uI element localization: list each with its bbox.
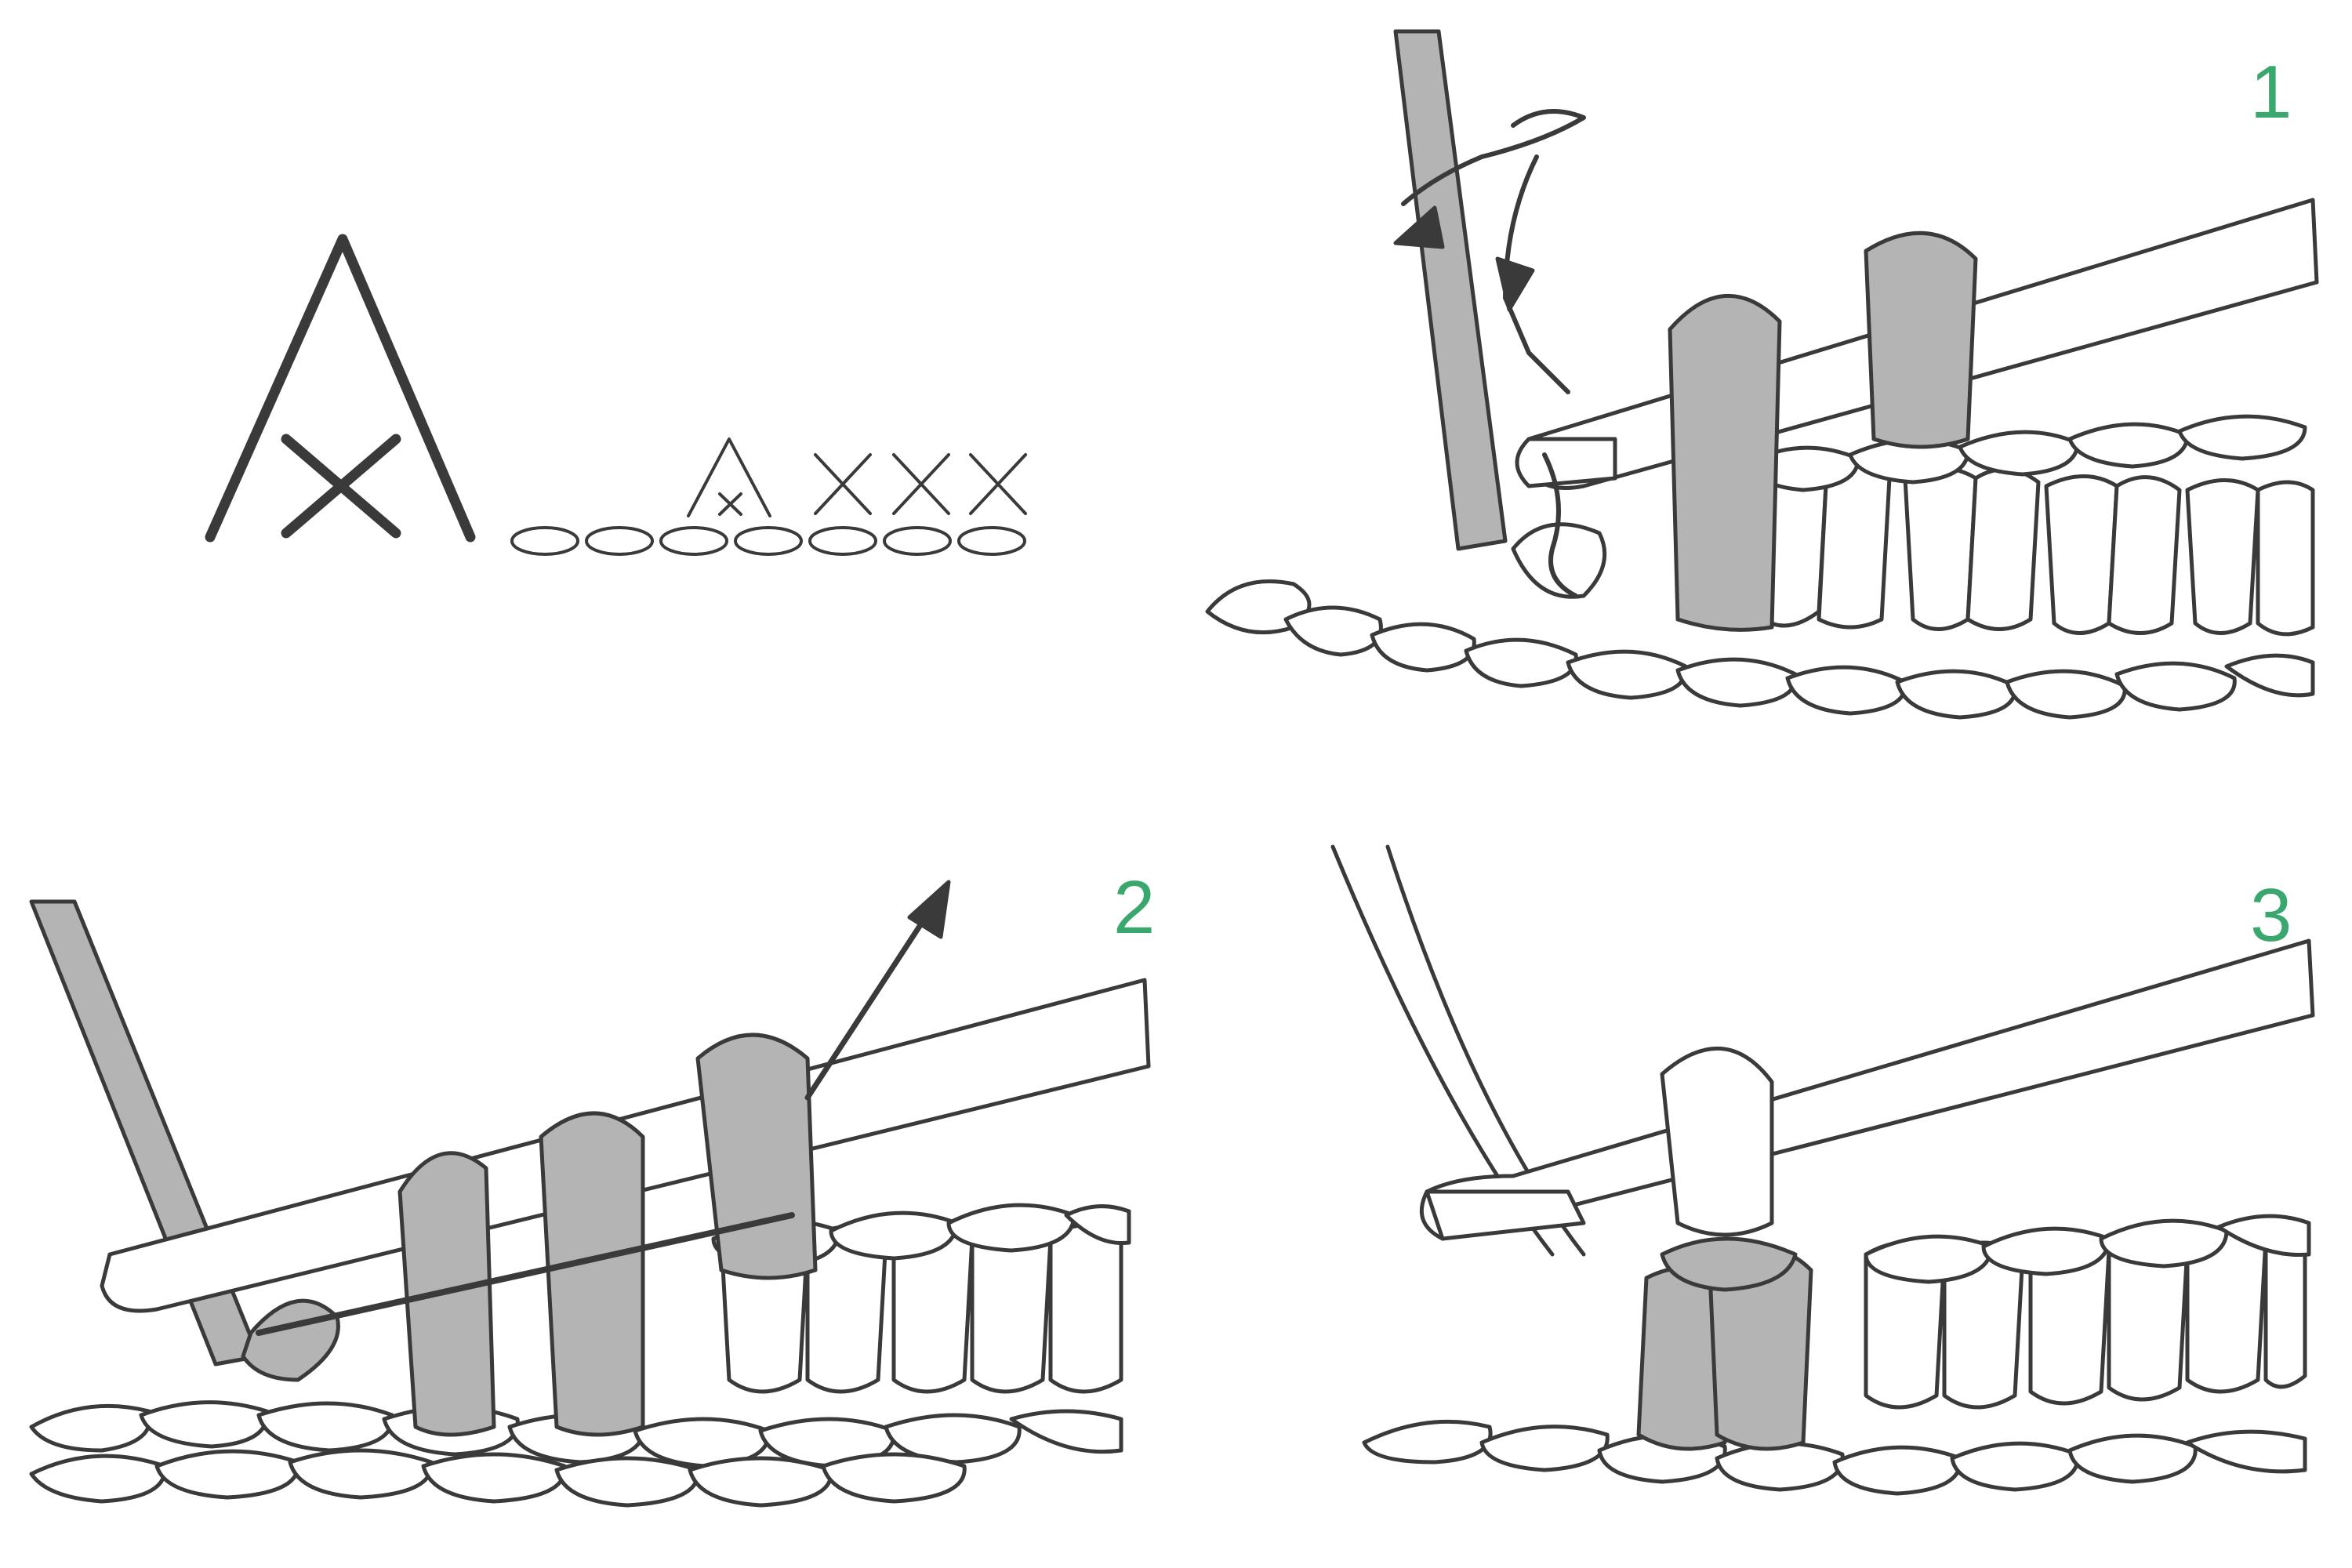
top-braid [1864,1214,2311,1284]
foundation-row [29,1400,1123,1508]
symbol-chart [205,234,1027,556]
step-3-illustration [1330,844,2315,1496]
step-1-number: 1 [2250,50,2292,134]
yarn-strand [1393,29,1508,551]
cluster-symbol-small [687,437,771,517]
chain-stitch [585,526,654,556]
chain-stitch [510,526,579,556]
step-2-illustration [29,880,1151,1508]
step-3-number: 3 [2250,873,2292,957]
symbol-chart-panel [0,0,1176,784]
step-3-panel: 3 [1176,784,2352,1568]
cluster-symbol-large [205,234,476,543]
yarn-working-strand [256,1212,795,1336]
arrow-head [907,880,951,939]
foundation-row [1205,579,2315,720]
arrow-icon [804,891,944,1101]
sc-symbol [892,453,950,515]
cluster-stitch [1636,1236,1813,1451]
chain-stitch [734,526,803,556]
step-1-panel: 1 [1176,0,2352,784]
foundation-row [1362,1419,2307,1496]
chain-stitch [808,526,877,556]
arrow-icon [1542,452,1578,598]
sc-symbol [969,453,1027,515]
chain-stitch [883,526,952,556]
step-2-number: 2 [1113,866,1156,949]
crochet-hook-icon [1419,938,2315,1241]
single-crochet-symbols [814,453,1027,515]
yarn-loop-icon [1660,1047,1774,1237]
sc-symbol [814,453,872,515]
upper-stitch-row [1511,462,2315,637]
chain-row [510,526,1026,556]
upper-stitch-row [1864,1225,2307,1410]
step-2-panel: 2 [0,784,1176,1568]
arrow-head [1495,256,1535,312]
yarn-loop-icon [1668,230,1978,632]
step-1-illustration [1205,29,2319,720]
arrow-head [1393,205,1445,249]
chain-stitch [659,526,728,556]
chain-stitch [957,526,1026,556]
